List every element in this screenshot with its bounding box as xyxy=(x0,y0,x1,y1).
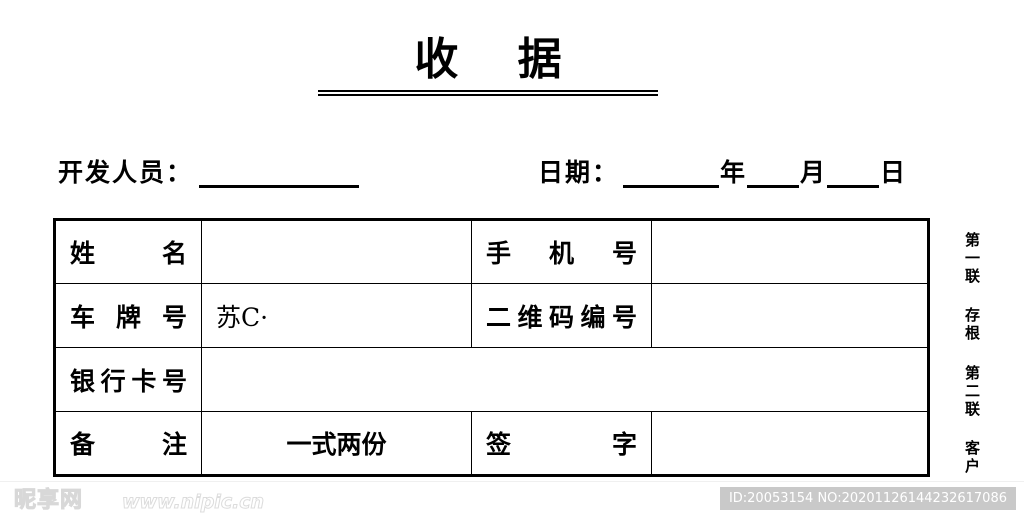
table-row: 备 注 一式两份 签 字 xyxy=(54,411,929,476)
field-label-name: 姓 名 xyxy=(54,219,202,284)
field-label-bankcard: 银行卡号 xyxy=(54,347,202,412)
date-year-input-blank[interactable] xyxy=(623,166,720,188)
table-row: 车 牌 号 苏C· 二维码编号 xyxy=(54,283,929,348)
status-badge: ID:20053154 NO:20201126144232617086 xyxy=(719,487,1016,510)
date-label: 日期： xyxy=(538,158,620,187)
field-label-remark: 备 注 xyxy=(54,411,202,476)
copy-note-first: 第一联 存根 xyxy=(963,231,981,343)
field-label-signature: 签 字 xyxy=(471,411,652,476)
field-value-qrcode[interactable] xyxy=(651,283,929,348)
watermark-url: www.nipic.cn xyxy=(121,491,265,514)
date-month-input-blank[interactable] xyxy=(747,166,800,188)
field-label-qrcode: 二维码编号 xyxy=(471,283,652,348)
field-value-name[interactable] xyxy=(201,219,472,284)
field-value-mobile[interactable] xyxy=(651,219,929,284)
field-value-remark[interactable]: 一式两份 xyxy=(201,411,472,476)
title-double-rule xyxy=(318,90,658,96)
field-value-bankcard[interactable] xyxy=(201,347,929,412)
date-day-input-blank[interactable] xyxy=(827,166,880,188)
field-value-plate[interactable]: 苏C· xyxy=(201,283,472,348)
table-row: 姓 名 手 机 号 xyxy=(54,219,929,284)
field-label-plate: 车 牌 号 xyxy=(54,283,202,348)
page-title: 收 据 xyxy=(414,34,584,85)
watermark-logo: 昵享网 xyxy=(13,488,84,514)
table-row: 银行卡号 xyxy=(54,347,929,412)
date-month-unit: 月 xyxy=(800,158,826,187)
meta-row: 开发人员： 日期： 年 月 日 xyxy=(0,148,1024,192)
document-title-block: 收 据 xyxy=(318,34,658,96)
field-value-signature[interactable] xyxy=(651,411,929,476)
field-label-mobile: 手 机 号 xyxy=(471,219,652,284)
developer-field: 开发人员： xyxy=(58,148,360,188)
developer-input-blank[interactable] xyxy=(199,166,360,188)
developer-label: 开发人员： xyxy=(58,158,194,187)
date-year-unit: 年 xyxy=(720,158,746,187)
date-day-unit: 日 xyxy=(880,158,906,187)
receipt-form-table: 姓 名 手 机 号 车 牌 号 苏C· 二维码编号 银行卡号 备 注 一式两份 … xyxy=(53,218,930,477)
date-field: 日期： 年 月 日 xyxy=(538,148,905,188)
copy-note-second: 第二联 客户 xyxy=(963,364,981,476)
